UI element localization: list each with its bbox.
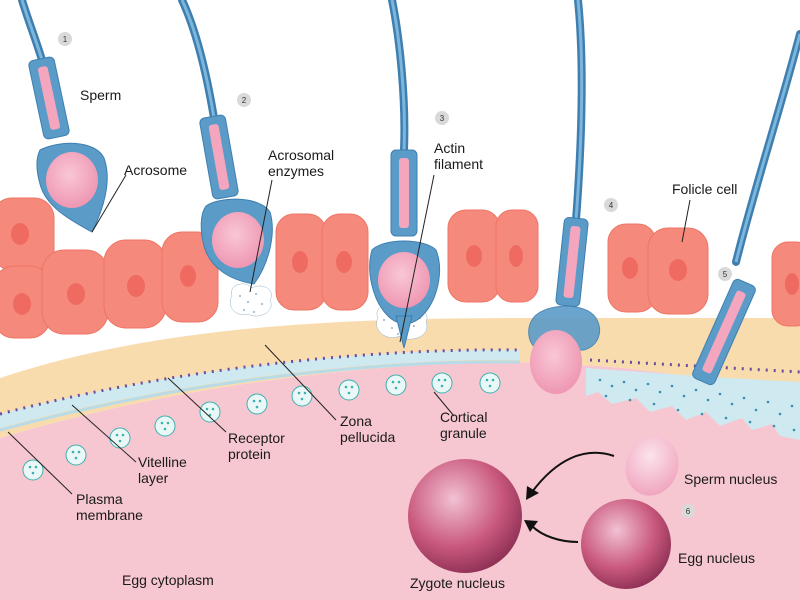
sperm-3: [369, 0, 440, 349]
label-zona-pellucida-line2: pellucida: [340, 429, 395, 445]
cortical-granule-release: [598, 378, 796, 432]
label-egg-nucleus: Egg nucleus: [678, 550, 755, 566]
label-folicle-cell: Folicle cell: [672, 181, 737, 197]
label-zona-pellucida-line1: Zona: [340, 413, 372, 429]
label-sperm-nucleus: Sperm nucleus: [684, 471, 777, 487]
label-acrosomal-enzymes-line2: enzymes: [268, 163, 324, 179]
label-receptor-protein-line2: protein: [228, 446, 271, 462]
step-3: 3: [440, 114, 445, 123]
label-cortical-granule-line2: granule: [440, 425, 487, 441]
receptor-protein-line-right: [589, 358, 800, 374]
label-zygote-nucleus: Zygote nucleus: [410, 575, 505, 591]
label-acrosome: Acrosome: [124, 162, 187, 178]
arrow-sperm-nucleus: [531, 451, 615, 493]
label-vitelline-layer-line2: layer: [138, 470, 169, 486]
label-cortical-granule-line1: Cortical: [440, 409, 487, 425]
step-5: 5: [723, 270, 728, 279]
step-markers: 1 2 3 4 5 6: [58, 32, 732, 518]
label-sperm: Sperm: [80, 87, 121, 103]
sperm-nucleus: [625, 436, 679, 496]
cortical-granules: [22, 372, 501, 481]
step-4: 4: [609, 201, 614, 210]
label-receptor-protein-line1: Receptor: [228, 430, 285, 446]
egg-nucleus: [581, 499, 671, 589]
label-acrosomal-enzymes-line1: Acrosomal: [268, 147, 334, 163]
sperm-4: [528, 0, 600, 394]
sperm-5: [692, 30, 800, 386]
plasma-membrane: [0, 360, 521, 432]
arrowhead-egg-nucleus: [524, 520, 538, 532]
leader-lines: [7, 174, 691, 495]
label-actin-filament-line1: Actin: [434, 140, 465, 156]
label-plasma-membrane-line1: Plasma: [76, 491, 123, 507]
step-6: 6: [686, 507, 691, 516]
label-egg-cytoplasm: Egg cytoplasm: [122, 572, 214, 588]
label-vitelline-layer-line1: Vitelline: [138, 454, 187, 470]
zona-pellucida: [0, 318, 800, 438]
zygote-nucleus: [408, 459, 522, 573]
arrow-egg-nucleus: [531, 525, 579, 543]
fertilization-envelope: [586, 368, 800, 440]
sperm-1: [18, 0, 108, 233]
follicle-cells: [0, 197, 800, 339]
label-plasma-membrane-line2: membrane: [76, 507, 143, 523]
label-actin-filament-line2: filament: [434, 156, 483, 172]
arrowhead-sperm-nucleus: [526, 486, 539, 500]
step-1: 1: [63, 35, 68, 44]
step-2: 2: [242, 96, 247, 105]
sperm-2: [178, 0, 273, 285]
